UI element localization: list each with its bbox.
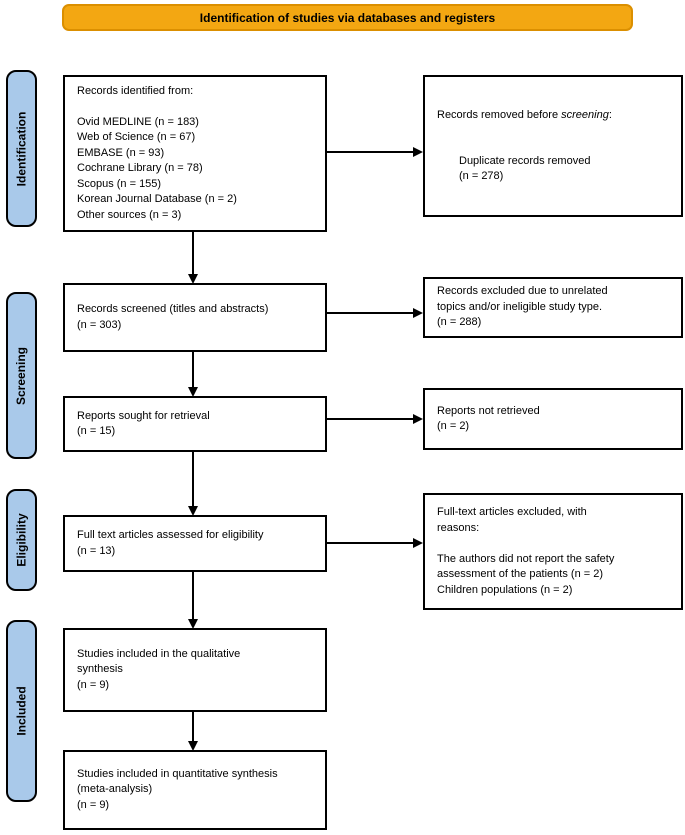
records-removed-italic-word: screening [561, 108, 609, 121]
records-removed-header: Records removed before screening: [437, 108, 612, 124]
box-quantitative-included-text: Studies included in quantitative synthes… [77, 767, 278, 811]
stage-label-identification: Identification [14, 111, 29, 186]
box-records-screened-text: Records screened (titles and abstracts) … [77, 303, 269, 331]
box-reports-sought: Reports sought for retrieval (n = 15) [63, 396, 327, 452]
box-reports-not-retrieved-text: Reports not retrieved (n = 2) [437, 404, 540, 433]
arrow-right-icon [413, 308, 423, 318]
box-fulltext-assessed-text: Full text articles assessed for eligibil… [77, 529, 264, 557]
stage-bar-included: Included [6, 620, 37, 802]
arrow-down-icon [188, 387, 198, 397]
box-fulltext-excluded: Full-text articles excluded, with reason… [423, 493, 683, 610]
box-qualitative-included-text: Studies included in the qualitative synt… [77, 647, 241, 691]
records-removed-prefix: Records removed before [437, 108, 562, 121]
box-records-screened: Records screened (titles and abstracts) … [63, 283, 327, 352]
stage-bar-identification: Identification [6, 70, 37, 227]
records-removed-detail: Duplicate records removed (n = 278) [459, 154, 591, 183]
stage-bar-eligibility: Eligibility [6, 489, 37, 591]
arrow-down-icon [188, 506, 198, 516]
banner-identification-via-databases: Identification of studies via databases … [62, 4, 633, 31]
arrow-down-icon [188, 619, 198, 629]
box-records-excluded-text: Records excluded due to unrelated topics… [437, 285, 608, 329]
box-quantitative-included: Studies included in quantitative synthes… [63, 750, 327, 830]
arrow-line [327, 418, 414, 420]
arrow-right-icon [413, 414, 423, 424]
box-reports-not-retrieved: Reports not retrieved (n = 2) [423, 388, 683, 450]
box-records-identified-text: Records identified from: Ovid MEDLINE (n… [77, 84, 237, 221]
arrow-down-icon [188, 741, 198, 751]
box-fulltext-assessed: Full text articles assessed for eligibil… [63, 515, 327, 572]
arrow-line [192, 452, 194, 507]
arrow-line [327, 312, 414, 314]
arrow-line [192, 712, 194, 742]
stage-label-screening: Screening [14, 346, 29, 405]
box-records-removed-text: Records removed before screening: Duplic… [425, 92, 624, 200]
box-records-removed: Records removed before screening: Duplic… [423, 75, 683, 217]
arrow-down-icon [188, 274, 198, 284]
stage-label-eligibility: Eligibility [14, 513, 29, 567]
banner-label: Identification of studies via databases … [199, 10, 496, 25]
box-reports-sought-text: Reports sought for retrieval (n = 15) [77, 409, 210, 438]
box-records-excluded: Records excluded due to unrelated topics… [423, 277, 683, 338]
box-records-identified: Records identified from: Ovid MEDLINE (n… [63, 75, 327, 232]
arrow-line [327, 151, 414, 153]
arrow-right-icon [413, 538, 423, 548]
arrow-line [192, 232, 194, 275]
arrow-line [327, 542, 414, 544]
records-removed-suffix: : [608, 108, 612, 121]
stage-label-included: Included [14, 686, 29, 736]
box-qualitative-included: Studies included in the qualitative synt… [63, 628, 327, 712]
arrow-line [192, 572, 194, 620]
arrow-line [192, 352, 194, 388]
box-fulltext-excluded-text: Full-text articles excluded, with reason… [437, 506, 615, 596]
arrow-right-icon [413, 147, 423, 157]
stage-bar-screening: Screening [6, 292, 37, 459]
